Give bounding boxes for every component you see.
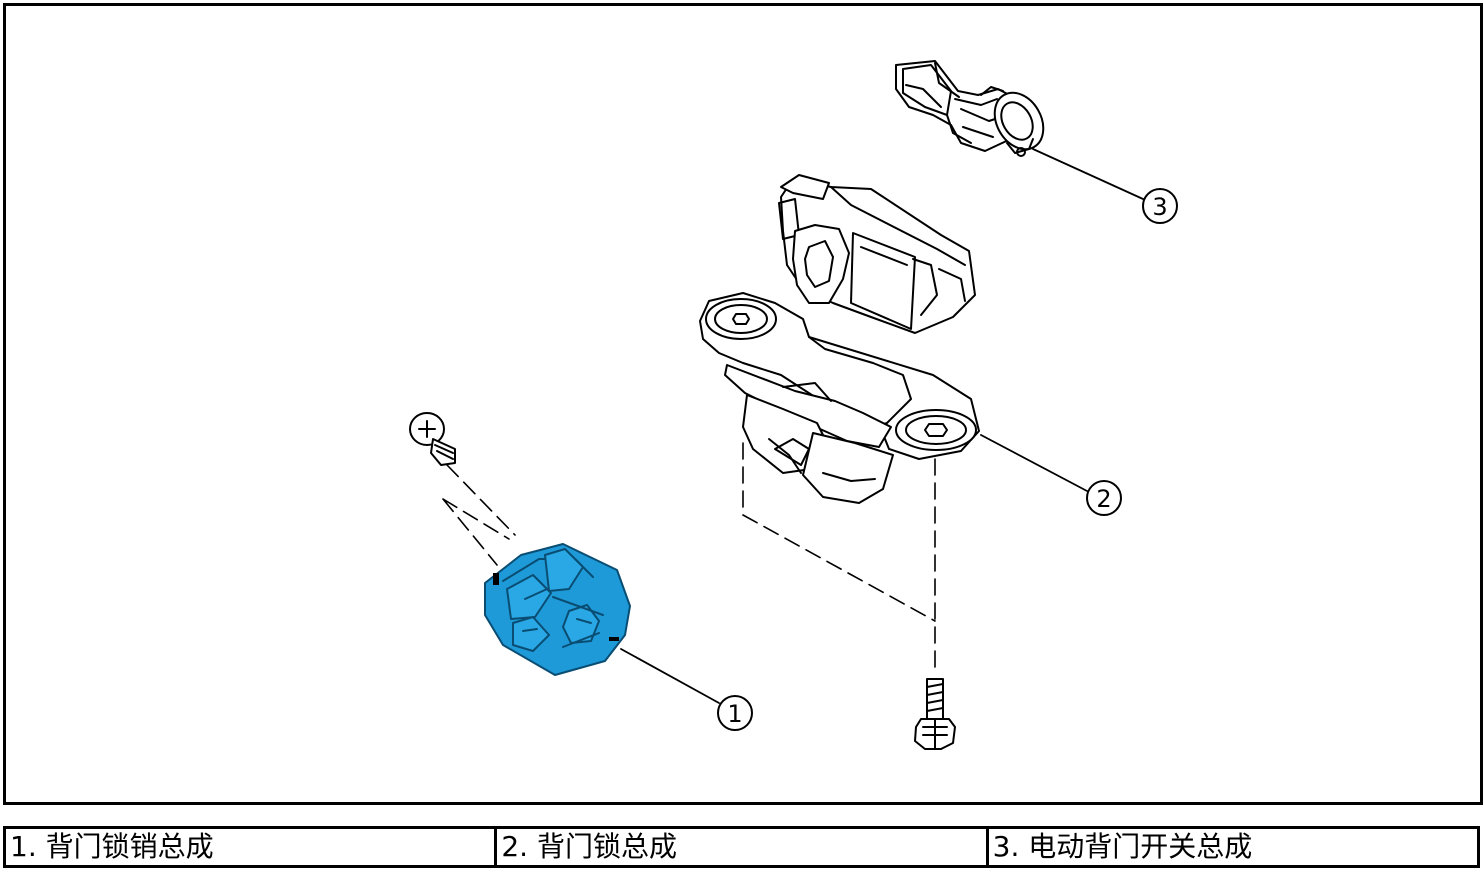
legend-item-2-number: 2 bbox=[501, 830, 520, 864]
legend-item-2-text: 背门锁总成 bbox=[536, 830, 677, 864]
assembly-lines-part-2 bbox=[742, 442, 936, 676]
exploded-view: 3 2 1 bbox=[409, 60, 1178, 750]
callout-3-number: 3 bbox=[1152, 193, 1167, 221]
part-3-tailgate-switch bbox=[895, 60, 1045, 157]
legend-item-1-text: 背门锁销总成 bbox=[45, 830, 214, 864]
part-2-tailgate-lock bbox=[699, 174, 980, 504]
part-2-bolt bbox=[914, 678, 956, 750]
leader-line-3 bbox=[1032, 148, 1144, 200]
legend-item-1-number: 1 bbox=[10, 830, 28, 864]
legend-item-3-number: 3 bbox=[992, 830, 1011, 864]
parts-legend: 1. 背门锁销总成 2. 背门锁总成 3. 电动背门开关总成 bbox=[2, 826, 1481, 868]
assembly-lines-part-1 bbox=[442, 464, 516, 566]
callout-2: 2 bbox=[1086, 480, 1122, 516]
leader-line-1 bbox=[620, 648, 720, 704]
callout-2-number: 2 bbox=[1096, 485, 1111, 513]
diagram-frame: 3 2 1 bbox=[3, 3, 1483, 805]
part-1-striker-screw bbox=[409, 412, 456, 466]
callout-3: 3 bbox=[1142, 188, 1178, 224]
legend-row: 1. 背门锁销总成 2. 背门锁总成 3. 电动背门开关总成 bbox=[2, 826, 1481, 868]
legend-item-2: 2. 背门锁总成 bbox=[494, 826, 989, 868]
leader-lines bbox=[620, 148, 1144, 704]
part-1-tailgate-striker bbox=[484, 543, 631, 676]
callout-1-number: 1 bbox=[727, 700, 742, 728]
leader-line-2 bbox=[980, 434, 1088, 492]
callout-1: 1 bbox=[717, 695, 753, 731]
legend-item-1: 1. 背门锁销总成 bbox=[2, 826, 498, 868]
legend-item-3-text: 电动背门开关总成 bbox=[1028, 830, 1253, 864]
legend-item-3: 3. 电动背门开关总成 bbox=[985, 826, 1481, 868]
